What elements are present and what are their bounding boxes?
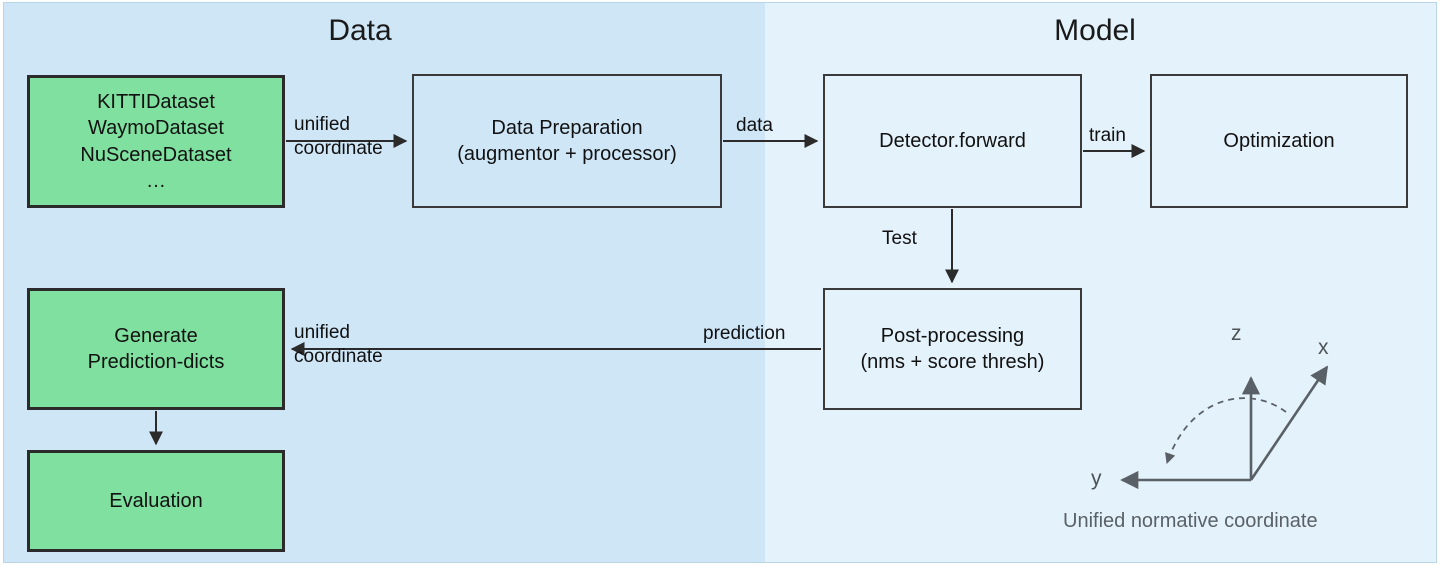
edge-label-data: data <box>736 115 773 136</box>
edge-label-unified-coordinate-bottom: unified coordinate <box>294 322 383 367</box>
section-title-data: Data <box>328 14 392 47</box>
axis-label-x: x <box>1318 336 1329 359</box>
coordinate-widget-caption: Unified normative coordinate <box>1063 510 1318 532</box>
node-post-processing[interactable]: Post-processing (nms + score thresh) <box>823 288 1082 410</box>
node-generate-prediction-dicts[interactable]: Generate Prediction-dicts <box>27 288 285 410</box>
edge-label-test: Test <box>882 228 917 249</box>
node-detector-forward[interactable]: Detector.forward <box>823 74 1082 208</box>
edge-label-prediction: prediction <box>703 323 786 344</box>
edge-label-unified-coordinate-top: unified coordinate <box>294 114 383 159</box>
node-data-preparation[interactable]: Data Preparation (augmentor + processor) <box>412 74 722 208</box>
axis-label-z: z <box>1231 322 1242 345</box>
edge-label-train: train <box>1089 125 1126 146</box>
section-title-model: Model <box>1054 14 1136 47</box>
axis-label-y: y <box>1091 467 1102 490</box>
node-optimization[interactable]: Optimization <box>1150 74 1408 208</box>
node-evaluation[interactable]: Evaluation <box>27 450 285 552</box>
node-datasets[interactable]: KITTIDataset WaymoDataset NuSceneDataset… <box>27 75 285 208</box>
